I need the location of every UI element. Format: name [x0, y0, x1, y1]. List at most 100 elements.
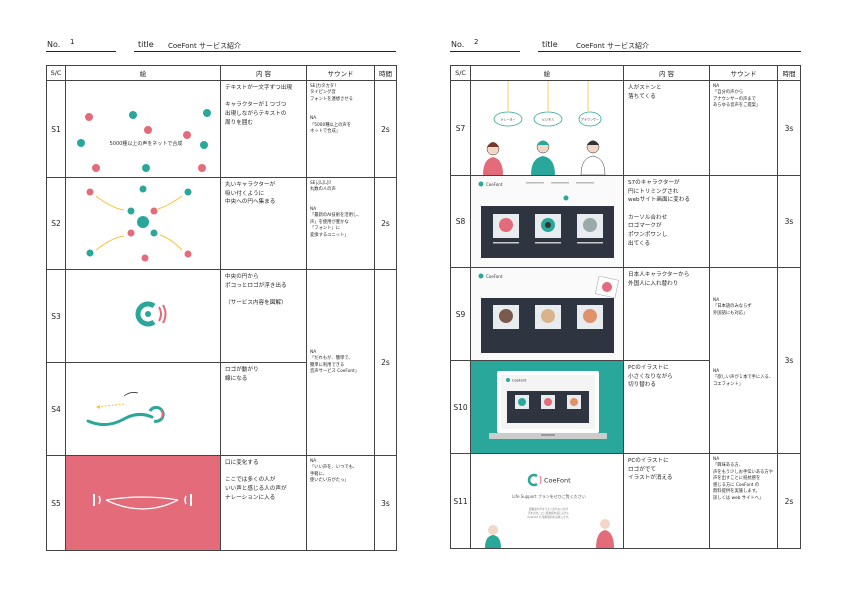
no-value: 2 [474, 38, 479, 46]
scene-time: 3s [777, 80, 801, 176]
scene-time: 2s [374, 269, 397, 456]
scene-row: S10 CoeFont PCのイラストに 小さくなりながら 切り替わる [450, 360, 801, 454]
bubble-label: アナウンサー [581, 117, 599, 122]
storyboard-page-2: No. 2 title CoeFont サービス紹介 S/C 絵 内 容 サウン… [421, 0, 842, 596]
title-label: title [138, 40, 154, 49]
scene-picture: CoeFont [470, 267, 624, 361]
scene-sound: SE|ぷぷぷ！ 丸数の人の声 NA 「最新のAI技術を活用し、 声」を使用が豊か… [306, 177, 375, 270]
storyboard-table: S/C 絵 内 容 サウンド 時間 S7 ナレーター ビジネス アナウンサー [450, 65, 801, 549]
header-sound: サウンド [306, 65, 375, 81]
header-content: 内 容 [623, 65, 710, 81]
scene-row: S9 CoeFont 日本人キャラクターから 外国人に入れ替わり NA 「日本語… [450, 267, 801, 454]
scene-picture: ナレーター ビジネス アナウンサー [470, 80, 624, 176]
header-picture: 絵 [65, 65, 221, 81]
scene-picture: 5000種以上の声をネットで合成 [65, 80, 221, 178]
scene-picture [65, 269, 221, 363]
scene-number: S4 [46, 362, 66, 456]
title-underline [134, 51, 396, 52]
scene-illustration: CoeFont Life Support プランをぜひご覧ください 難聴者や声を… [485, 473, 614, 548]
svg-text:難聴者や声をうまく出せない方が 声を: 難聴者や声をうまく出せない方が 声を出すことに抵抗感を感じる方に CoeFont… [527, 507, 570, 519]
scene-illustration: ナレーター ビジネス アナウンサー [483, 81, 606, 175]
header-sound: サウンド [709, 65, 778, 81]
scene-row: S5 口に変化する ここでは多くの人が いい声と感じる人の声が ナレーションに入… [46, 455, 397, 551]
scene-content: 中央の円から ポコっとロゴが浮き出る （サービス内容を図解） [220, 269, 307, 363]
mouth-icon [93, 494, 192, 510]
pc-illustration: CoeFont [489, 371, 607, 439]
coefont-logo-icon [135, 301, 167, 327]
bubble-label: ナレーター [500, 117, 515, 122]
scene-row: S7 ナレーター ビジネス アナウンサー [450, 80, 801, 176]
scene-row: S11 CoeFont Life Support プランをぜひご覧ください 難聴… [450, 453, 801, 549]
scene-content: S7のキャラクターが 円にトリミングされ webサイト画面に変わる カーソル合わ… [623, 175, 710, 268]
website-screen: CoeFont [471, 176, 623, 267]
scene-sound-s10: NA 「欲しい声が１本で手に入る、 コエフォント」 [713, 368, 774, 387]
scene-content: PCのイラストに ロゴがでて イラストが消える [623, 453, 710, 549]
scene-sound [709, 175, 778, 268]
scene-number: S5 [46, 455, 66, 551]
scene-picture [65, 362, 221, 456]
brand-name: CoeFont [512, 379, 527, 383]
brand-logo-text: CoeFont [544, 477, 571, 485]
scene-content: 人がストンと 落ちてくる [623, 80, 710, 176]
storyboard-table: S/C 絵 内 容 サウンド 時間 S1 5000種以上の声をネットで合成 テキ… [46, 65, 397, 551]
scene-content: ロゴが動がり 線になる [220, 362, 307, 456]
title-label: title [542, 40, 558, 49]
header-picture: 絵 [470, 65, 624, 81]
scene-row: S2 丸いキャラクターが 吸い付くように 中央への円へ集まる SE|ぷぷぷ！ 丸… [46, 177, 397, 270]
scene-picture [65, 455, 221, 551]
scene-picture: CoeFont [470, 360, 624, 454]
scene-number: S1 [46, 80, 66, 178]
scene-row: S8 CoeFont S7のキャラクターが 円にトリミングされ webサイト画面… [450, 175, 801, 268]
scene-time: 3s [374, 455, 397, 551]
no-underline [450, 51, 520, 52]
no-underline [46, 51, 116, 52]
scene-illustration: 5000種以上の声をネットで合成 [77, 109, 211, 172]
bubble-label: ビジネス [542, 117, 554, 122]
no-label: No. [451, 40, 465, 49]
scene-number: S3 [46, 269, 66, 363]
scene-row: S3 中央の円から ポコっとロゴが浮き出る （サービス内容を図解） NA 「だれ… [46, 269, 397, 456]
title-underline [538, 51, 801, 52]
scene-number: S10 [450, 360, 471, 454]
no-value: 1 [70, 38, 75, 46]
scene-number: S2 [46, 177, 66, 270]
scene-sound: SE|カタカタ！ タイピング音 フォントを連想させる NA 「5000種以上の声… [306, 80, 375, 178]
small-text-line: 難聴者や声をうまく出せない方が [529, 507, 568, 511]
scene-content: テキストが一文字ずつ出現 キャラクターが１つづつ 出現しながらテキストの 周りを… [220, 80, 307, 178]
scene-row: S1 5000種以上の声をネットで合成 テキストが一文字ずつ出現 キャラクターが… [46, 80, 397, 178]
scene-time: 2s [374, 80, 397, 178]
scene-picture: CoeFont Life Support プランをぜひご覧ください 難聴者や声を… [470, 453, 624, 549]
scene-picture [65, 177, 221, 270]
scene-row: S4 ロゴが動がり 線になる [46, 362, 397, 456]
website-screen: CoeFont [471, 268, 623, 360]
header-content: 内 容 [220, 65, 307, 81]
table-header-row: S/C 絵 内 容 サウンド 時間 [46, 65, 397, 81]
scene-number: S9 [450, 267, 471, 361]
scene-content: PCのイラストに 小さくなりながら 切り替わる [623, 360, 710, 454]
brand-name: CoeFont [486, 274, 503, 279]
small-text-line: 声を出すことに抵抗感を感じる方に [528, 511, 570, 515]
table-header-row: S/C 絵 内 容 サウンド 時間 [450, 65, 801, 81]
scene-content: 口に変化する ここでは多くの人が いい声と感じる人の声が ナレーションに入る [220, 455, 307, 551]
title-value: CoeFont サービス紹介 [168, 42, 241, 50]
scene-caption: 5000種以上の声をネットで合成 [110, 140, 183, 147]
scene-number: S7 [450, 80, 471, 176]
scene-content: 日本人キャラクターから 外国人に入れ替わり [623, 267, 710, 361]
title-value: CoeFont サービス紹介 [576, 42, 649, 50]
scene-sound: NA 「興味ある方、 声をもう少しお手伝いある方や 声を出すことに抵抗感を 感じ… [709, 453, 778, 549]
header-sc: S/C [46, 65, 66, 81]
scene-sound: NA 「いい声を、いつでも、 手軽に、 使いたい方がたっ」 [306, 455, 375, 551]
storyboard-page-1: No. 1 title CoeFont サービス紹介 S/C 絵 内 容 サウン… [0, 0, 421, 596]
scene-time: 3s [777, 267, 801, 454]
header-sc: S/C [450, 65, 471, 81]
tagline: Life Support プランをぜひご覧ください [512, 493, 586, 499]
scene-time: 2s [374, 177, 397, 270]
scene-time: 2s [777, 453, 801, 549]
scene-illustration [86, 185, 192, 262]
scene-illustration [86, 392, 165, 426]
scene-sound: NA 「日本語のみならず 外国語にも対応」 NA 「欲しい声が１本で手に入る、 コ… [709, 267, 778, 454]
small-text-line: CoeFont の 無料提供を実施します。 [527, 515, 570, 519]
scene-number: S8 [450, 175, 471, 268]
scene-picture: CoeFont [470, 175, 624, 268]
scene-sound-s9: NA 「日本語のみならず 外国語にも対応」 [713, 298, 752, 316]
